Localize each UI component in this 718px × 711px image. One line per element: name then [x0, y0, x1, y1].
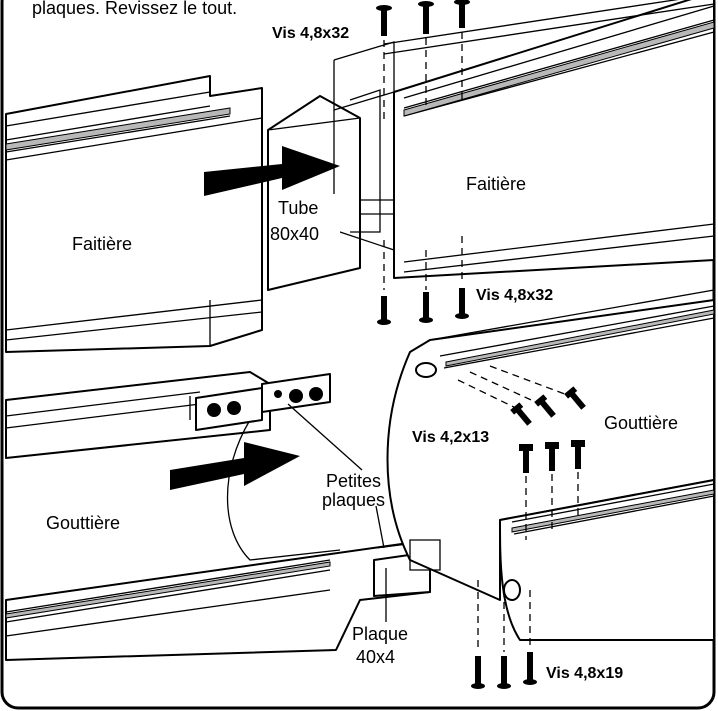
label-petites-line1: Petites [326, 471, 381, 491]
leader-lines [287, 403, 387, 622]
insert-arrow-bottom [170, 442, 300, 490]
label-vis-top: Vis 4,8x32 [272, 25, 349, 42]
instruction-text: plaques. Revissez le tout. [32, 0, 237, 18]
tube-label-bg [270, 194, 340, 248]
label-gouttiere-left: Gouttière [46, 513, 120, 533]
label-vis-small: Vis 4,2x13 [412, 429, 489, 446]
top-rails [360, 0, 715, 215]
screws-top [376, 0, 470, 120]
tube-box [267, 95, 361, 291]
screws-mid [377, 236, 469, 325]
label-faitiere-right: Faitière [466, 174, 526, 194]
faitiere-right-profile [333, 0, 715, 279]
petites-plaques [195, 373, 331, 431]
screws-small [457, 365, 586, 540]
gouttiere-left-profile [5, 371, 441, 661]
label-vis-bottom: Vis 4,8x19 [546, 665, 623, 682]
label-plaque-line1: Plaque [352, 624, 408, 644]
label-tube-line1: Tube [278, 198, 318, 218]
screws-bottom [471, 580, 537, 689]
label-plaque-line2: 40x4 [356, 647, 395, 667]
label-faitiere-left: Faitière [72, 234, 132, 254]
faitiere-left-profile [5, 75, 263, 353]
label-petites-line2: plaques [322, 490, 385, 510]
label-vis-mid: Vis 4,8x32 [476, 287, 553, 304]
label-tube-line2: 80x40 [270, 224, 319, 244]
insert-arrow-top [204, 146, 340, 196]
label-gouttiere-right: Gouttière [604, 413, 678, 433]
